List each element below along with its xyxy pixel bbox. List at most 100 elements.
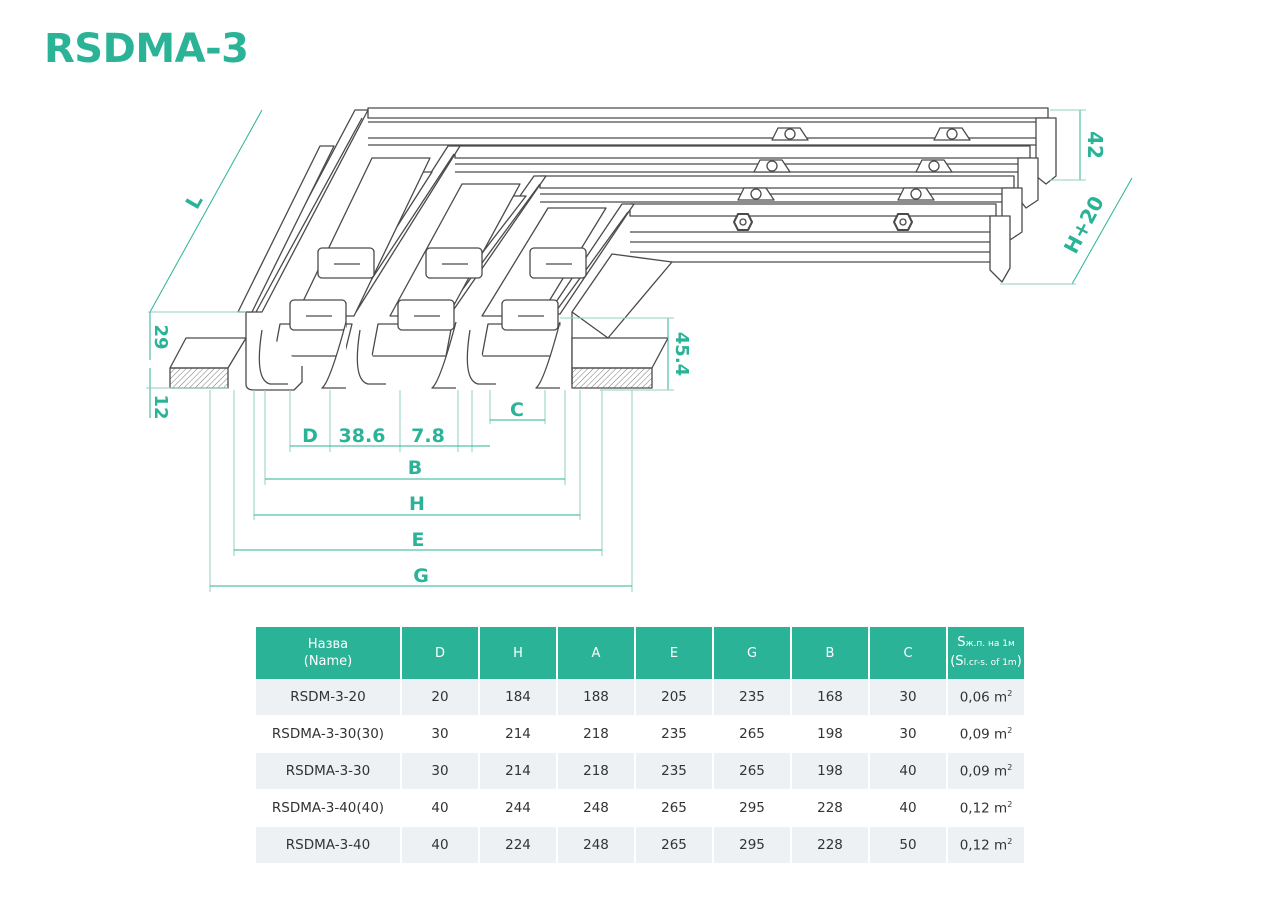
- cell-area: 0,12 m2: [948, 790, 1024, 827]
- cell-c: 50: [870, 827, 946, 864]
- header-area-main-en: (S: [950, 654, 964, 669]
- dim-78-label: 7.8: [411, 425, 445, 447]
- cell-name: RSDMA-3-40: [256, 827, 400, 864]
- cell-b: 168: [792, 679, 868, 716]
- cell-c: 40: [870, 790, 946, 827]
- cell-c: 30: [870, 679, 946, 716]
- area-unit-exponent: 2: [1007, 836, 1013, 846]
- cell-area: 0,09 m2: [948, 716, 1024, 753]
- cell-d: 40: [402, 827, 478, 864]
- cell-e: 265: [636, 827, 712, 864]
- cell-name: RSDMA-3-30(30): [256, 716, 400, 753]
- header-G: G: [714, 627, 790, 679]
- area-unit-exponent: 2: [1007, 725, 1013, 735]
- technical-drawing: L 42 H+20 29 12 45.4 D 38.6 7.8 C B H E …: [146, 107, 1133, 592]
- cell-area: 0,12 m2: [948, 827, 1024, 864]
- header-area-close: ): [1016, 654, 1022, 669]
- cell-a: 248: [558, 790, 634, 827]
- cell-e: 205: [636, 679, 712, 716]
- dim-H-label: H: [409, 493, 425, 515]
- dim-h20-line: [1071, 177, 1133, 285]
- cell-name: RSDM-3-20: [256, 679, 400, 716]
- rail-front: [629, 203, 1011, 283]
- cell-g: 295: [714, 827, 790, 864]
- header-D: D: [402, 627, 478, 679]
- cell-d: 20: [402, 679, 478, 716]
- header-H: H: [480, 627, 556, 679]
- cell-e: 265: [636, 790, 712, 827]
- cell-h: 214: [480, 753, 556, 790]
- dim-h20-label: H+20: [1059, 192, 1109, 257]
- header-name-line1: Назва: [307, 637, 349, 652]
- dim-12-label: 12: [150, 394, 171, 419]
- cell-a: 188: [558, 679, 634, 716]
- dim-G-label: G: [413, 565, 429, 587]
- header-area-main: S: [957, 635, 966, 650]
- header-name: Назва (Name): [256, 627, 400, 679]
- dimension-lines: [146, 109, 1133, 592]
- dim-L-label: L: [180, 190, 207, 213]
- cell-e: 235: [636, 716, 712, 753]
- dim-D-label: D: [302, 425, 318, 447]
- cell-a: 248: [558, 827, 634, 864]
- dim-E-label: E: [412, 529, 425, 551]
- dim-C-label: C: [510, 399, 524, 421]
- area-unit-exponent: 2: [1007, 762, 1013, 772]
- cell-name: RSDMA-3-30: [256, 753, 400, 790]
- cell-b: 228: [792, 790, 868, 827]
- header-B: B: [792, 627, 868, 679]
- cell-g: 265: [714, 753, 790, 790]
- ceiling-boards: [169, 253, 673, 389]
- spec-table: Назва (Name) D H A E G B C Sж.п. на 1м (…: [254, 627, 1026, 864]
- cell-h: 214: [480, 716, 556, 753]
- cell-d: 30: [402, 753, 478, 790]
- cell-c: 30: [870, 716, 946, 753]
- page-title: RSDMA-3: [44, 26, 249, 72]
- cell-c: 40: [870, 753, 946, 790]
- clamps: [289, 247, 587, 331]
- area-unit-exponent: 2: [1007, 688, 1013, 698]
- header-name-line2: (Name): [303, 654, 353, 669]
- cell-g: 235: [714, 679, 790, 716]
- header-area: Sж.п. на 1м (Sl.cr-s. of 1m): [948, 627, 1024, 679]
- cell-g: 295: [714, 790, 790, 827]
- cell-d: 30: [402, 716, 478, 753]
- cell-h: 224: [480, 827, 556, 864]
- dim-42-label: 42: [1083, 131, 1107, 159]
- dim-29-label: 29: [150, 324, 171, 349]
- dim-38-label: 38.6: [339, 425, 386, 447]
- cell-a: 218: [558, 753, 634, 790]
- table-header-row: Назва (Name) D H A E G B C Sж.п. на 1м (…: [256, 627, 1024, 679]
- cell-name: RSDMA-3-40(40): [256, 790, 400, 827]
- dim-L-line: [149, 109, 263, 313]
- dim-B-label: B: [408, 457, 422, 479]
- area-value: 0,06 m: [959, 689, 1008, 706]
- hex-nuts: [733, 213, 913, 231]
- area-value: 0,09 m: [959, 726, 1008, 743]
- cell-a: 218: [558, 716, 634, 753]
- cell-area: 0,09 m2: [948, 753, 1024, 790]
- area-unit-exponent: 2: [1007, 799, 1013, 809]
- mounting-clips: [737, 127, 971, 201]
- cell-e: 235: [636, 753, 712, 790]
- dim-45-label: 45.4: [671, 332, 692, 376]
- header-area-sub: ж.п. на 1м: [965, 639, 1015, 649]
- header-area-sub-en: l.cr-s. of 1m: [963, 658, 1017, 668]
- header-E: E: [636, 627, 712, 679]
- cell-b: 198: [792, 716, 868, 753]
- area-value: 0,12 m: [959, 837, 1008, 854]
- cell-b: 198: [792, 753, 868, 790]
- header-A: A: [558, 627, 634, 679]
- area-value: 0,12 m: [959, 800, 1008, 817]
- cell-g: 265: [714, 716, 790, 753]
- header-C: C: [870, 627, 946, 679]
- cell-b: 228: [792, 827, 868, 864]
- diffuser-body: [169, 107, 1057, 391]
- cell-h: 244: [480, 790, 556, 827]
- cell-h: 184: [480, 679, 556, 716]
